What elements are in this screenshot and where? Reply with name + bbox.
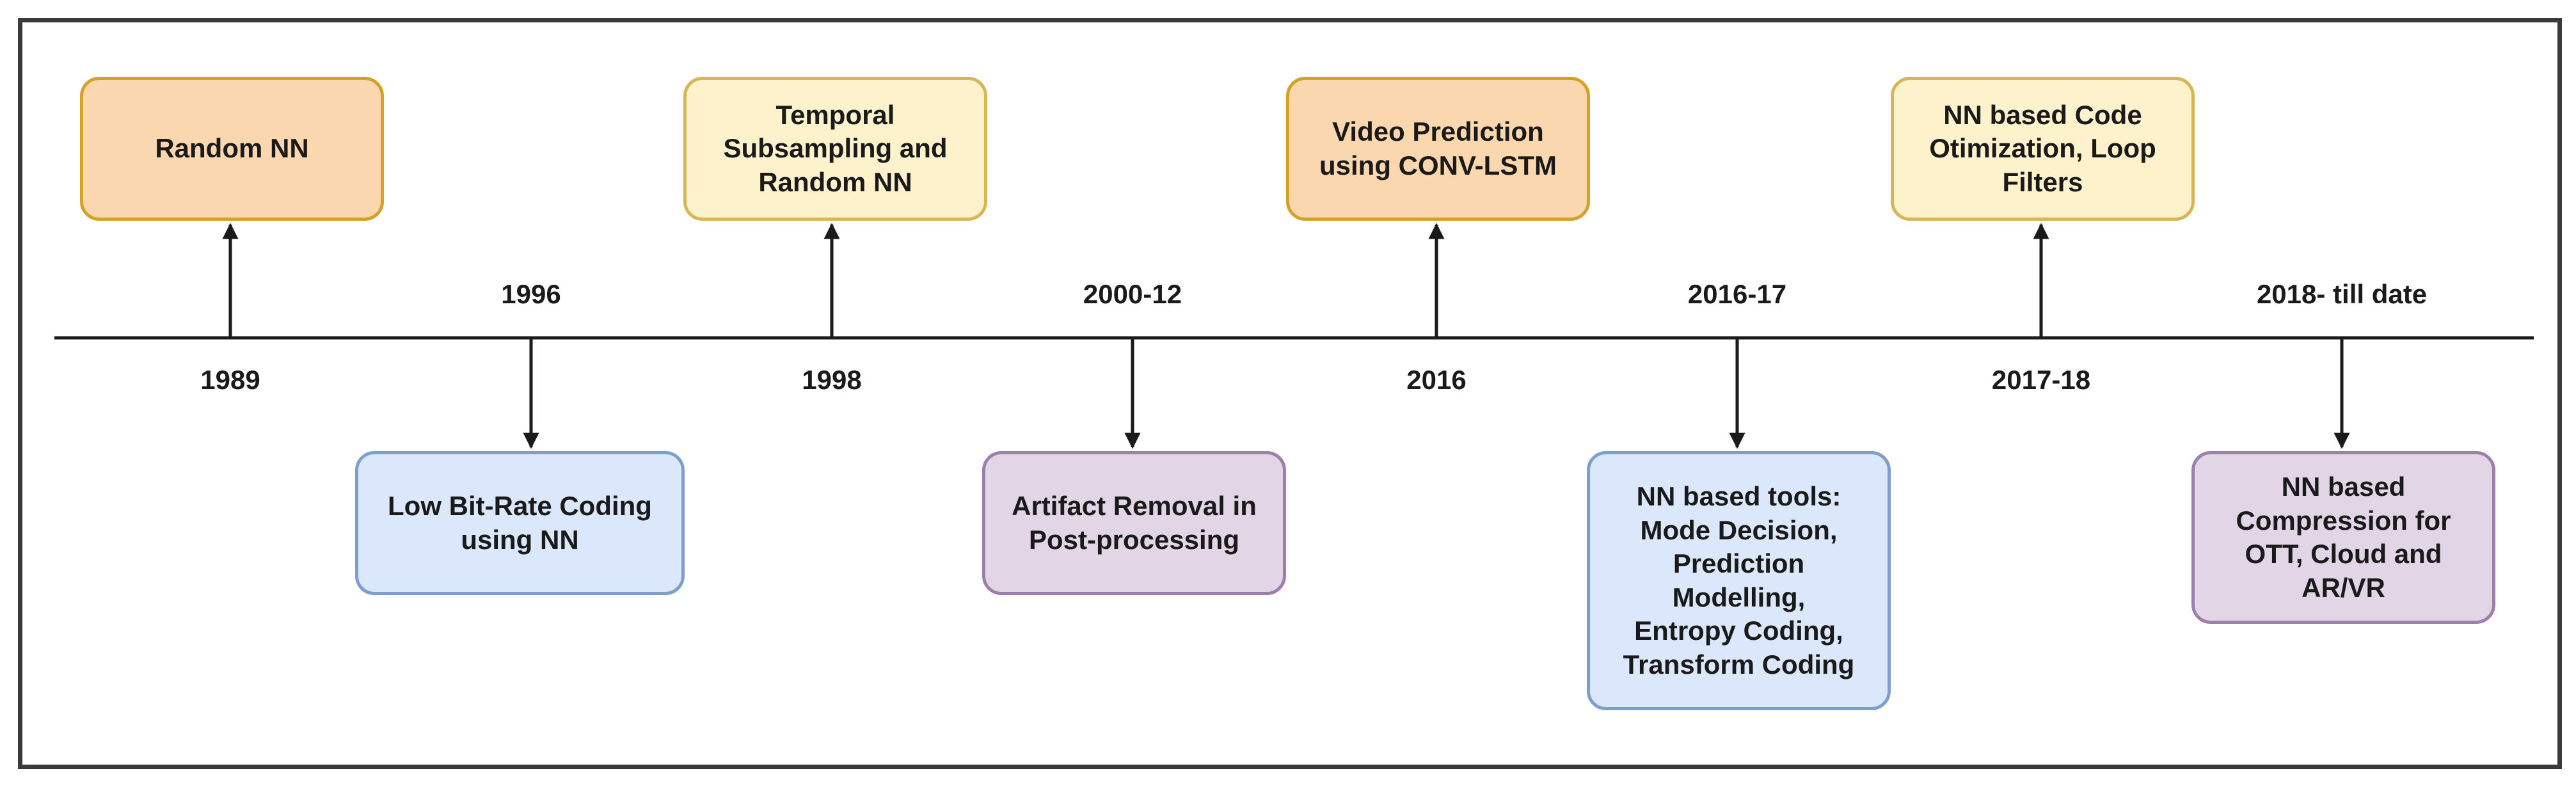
year-label: 1989 xyxy=(200,365,260,395)
milestone-box-1998: Temporal Subsampling and Random NN xyxy=(683,77,987,221)
year-label: 2017-18 xyxy=(1991,365,2091,395)
milestone-box-2017-18: NN based Code Otimization, Loop Filters xyxy=(1891,77,2195,221)
milestone-box-2016-17: NN based tools: Mode Decision, Predictio… xyxy=(1587,451,1891,710)
milestone-box-2016: Video Prediction using CONV-LSTM xyxy=(1286,77,1590,221)
milestone-box-2018-till-date: NN based Compression for OTT, Cloud and … xyxy=(2191,451,2495,624)
milestone-box-1989: Random NN xyxy=(80,77,384,221)
year-label: 1996 xyxy=(501,279,561,309)
milestone-box-2000-12: Artifact Removal in Post-processing xyxy=(982,451,1286,595)
year-label: 2018- till date xyxy=(2256,279,2428,309)
year-label: 2000-12 xyxy=(1083,279,1182,309)
year-label: 2016 xyxy=(1406,365,1467,395)
year-label: 2016-17 xyxy=(1687,279,1787,309)
year-label: 1998 xyxy=(802,365,862,395)
milestone-box-1996: Low Bit-Rate Coding using NN xyxy=(355,451,685,595)
